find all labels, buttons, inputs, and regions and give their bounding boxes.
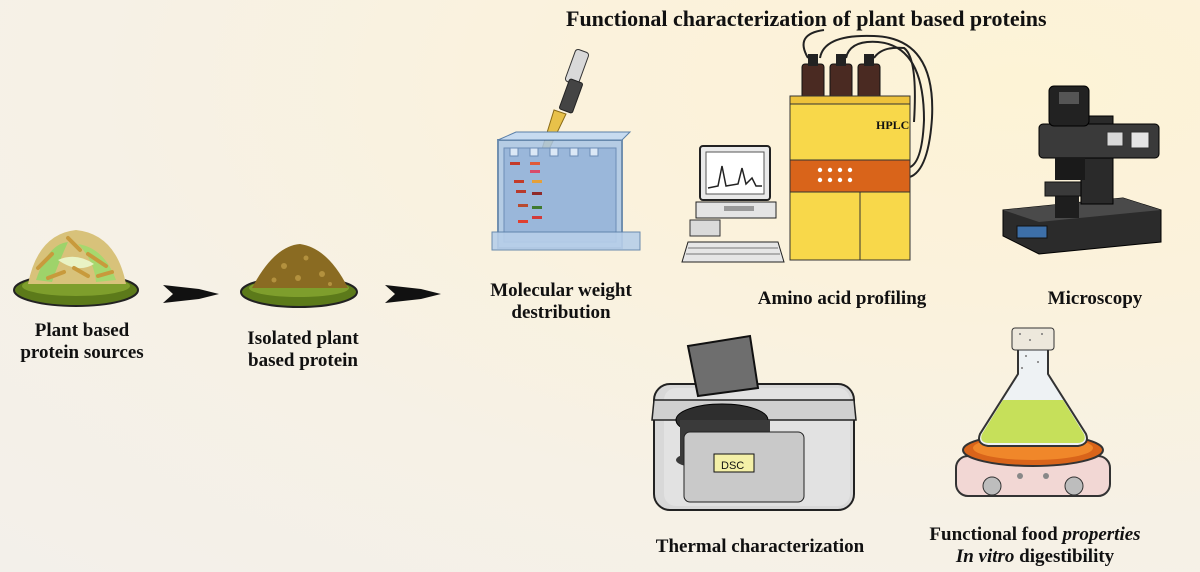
amino-acid-label: Amino acid profiling [757, 288, 927, 309]
dsc-device-label: DSC [721, 460, 745, 472]
hplc-device-label: HPLC [876, 118, 910, 132]
plant-sources-label: Plant based protein sources [20, 320, 144, 363]
microscopy-label: Microscopy [1047, 288, 1143, 309]
arrow-right-icon [163, 285, 219, 303]
protein-powder-bowl-illustration [240, 244, 358, 308]
dsc-instrument-illustration [651, 334, 857, 511]
computer-icon [681, 145, 785, 263]
hplc-system-illustration [681, 29, 934, 263]
functional-properties-label: Functional food properties In vitro dige… [929, 524, 1141, 567]
gel-electrophoresis-illustration [491, 48, 641, 251]
flask-hotplate-illustration [955, 327, 1111, 497]
plant-sources-bowl-illustration [13, 230, 139, 307]
isolated-protein-label: Isolated plant based protein [247, 328, 359, 371]
figure-title: Functional characterization of plant bas… [566, 6, 1047, 31]
arrow-right-icon [385, 285, 441, 303]
microscope-illustration [1002, 85, 1162, 255]
thermal-label: Thermal characterization [655, 536, 865, 557]
molecular-weight-label: Molecular weight destribution [490, 280, 632, 323]
